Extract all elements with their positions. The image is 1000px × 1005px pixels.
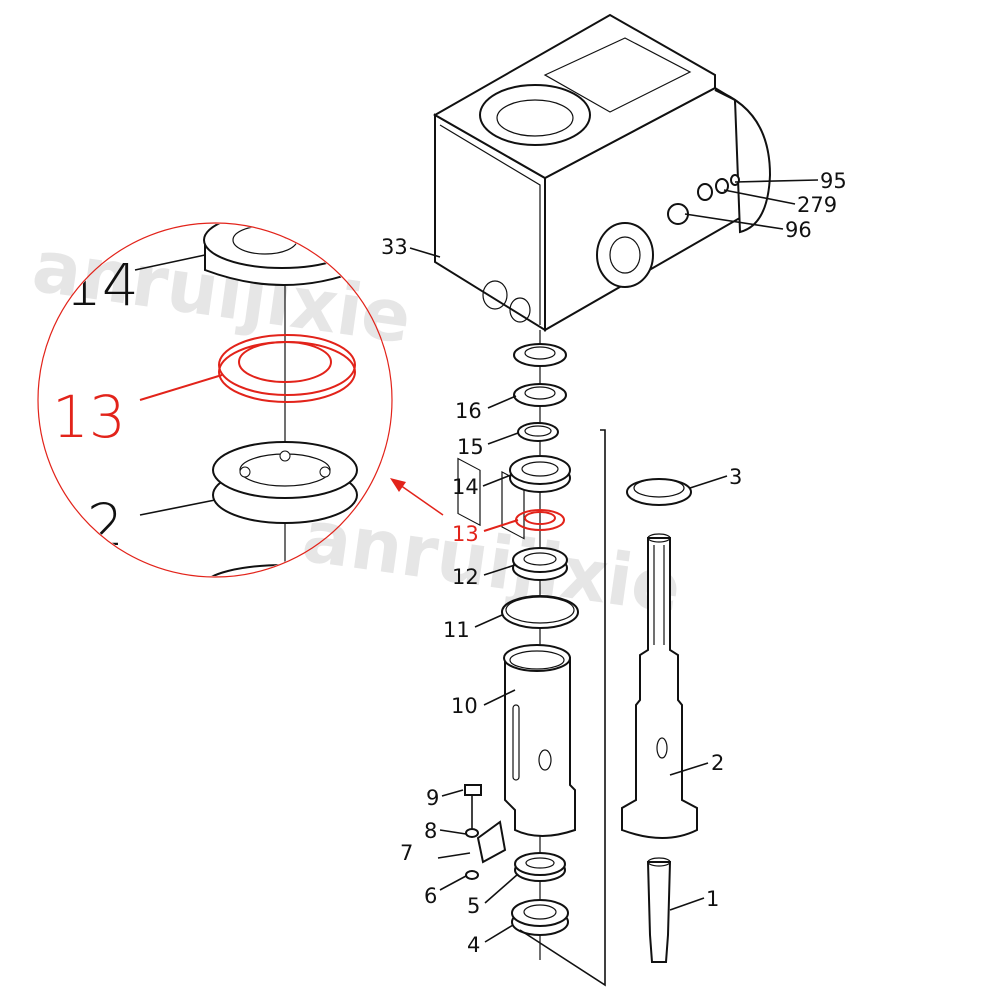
callout-4: 4 <box>467 933 480 957</box>
part-11-ring <box>501 595 579 629</box>
part-12-thrust-bearing <box>512 547 568 581</box>
head-casting <box>432 13 772 540</box>
part-lock-nut <box>513 343 567 367</box>
callout-96: 96 <box>785 218 812 242</box>
part-1-taper-arbor <box>646 857 672 963</box>
part-10-quill <box>503 644 576 837</box>
callout-14: 14 <box>452 475 479 499</box>
leader-lines <box>409 179 819 943</box>
callout-8: 8 <box>424 819 437 843</box>
zoom-pointer-arrow <box>390 478 444 516</box>
part-14-bearing <box>509 455 571 493</box>
callout-5: 5 <box>467 894 480 918</box>
part-2-spindle <box>621 533 698 839</box>
callout-7: 7 <box>400 841 413 865</box>
part-15-washer <box>517 422 559 442</box>
callout-16: 16 <box>455 399 482 423</box>
part-3-ring <box>626 478 692 506</box>
parts-9-6-bracket <box>437 784 507 880</box>
watermark-center: anruijixie <box>298 494 687 630</box>
callout-15: 15 <box>457 435 484 459</box>
callout-11: 11 <box>443 618 470 642</box>
part-16-nut <box>513 383 567 407</box>
callout-13: 13 <box>452 522 479 546</box>
callout-2: 2 <box>711 751 724 775</box>
callout-9: 9 <box>426 786 439 810</box>
callout-1: 1 <box>706 887 719 911</box>
callout-3: 3 <box>729 465 742 489</box>
callout-12: 12 <box>452 565 479 589</box>
callout-95: 95 <box>820 169 847 193</box>
callout-10: 10 <box>451 694 478 718</box>
part-5-washer <box>514 852 566 882</box>
zoom-label-13: 13 <box>52 383 126 451</box>
part-4-bearing <box>511 899 569 936</box>
callout-33: 33 <box>381 235 408 259</box>
zoom-label-12: 12 <box>50 491 124 559</box>
callout-6: 6 <box>424 884 437 908</box>
callout-279: 279 <box>797 193 837 217</box>
